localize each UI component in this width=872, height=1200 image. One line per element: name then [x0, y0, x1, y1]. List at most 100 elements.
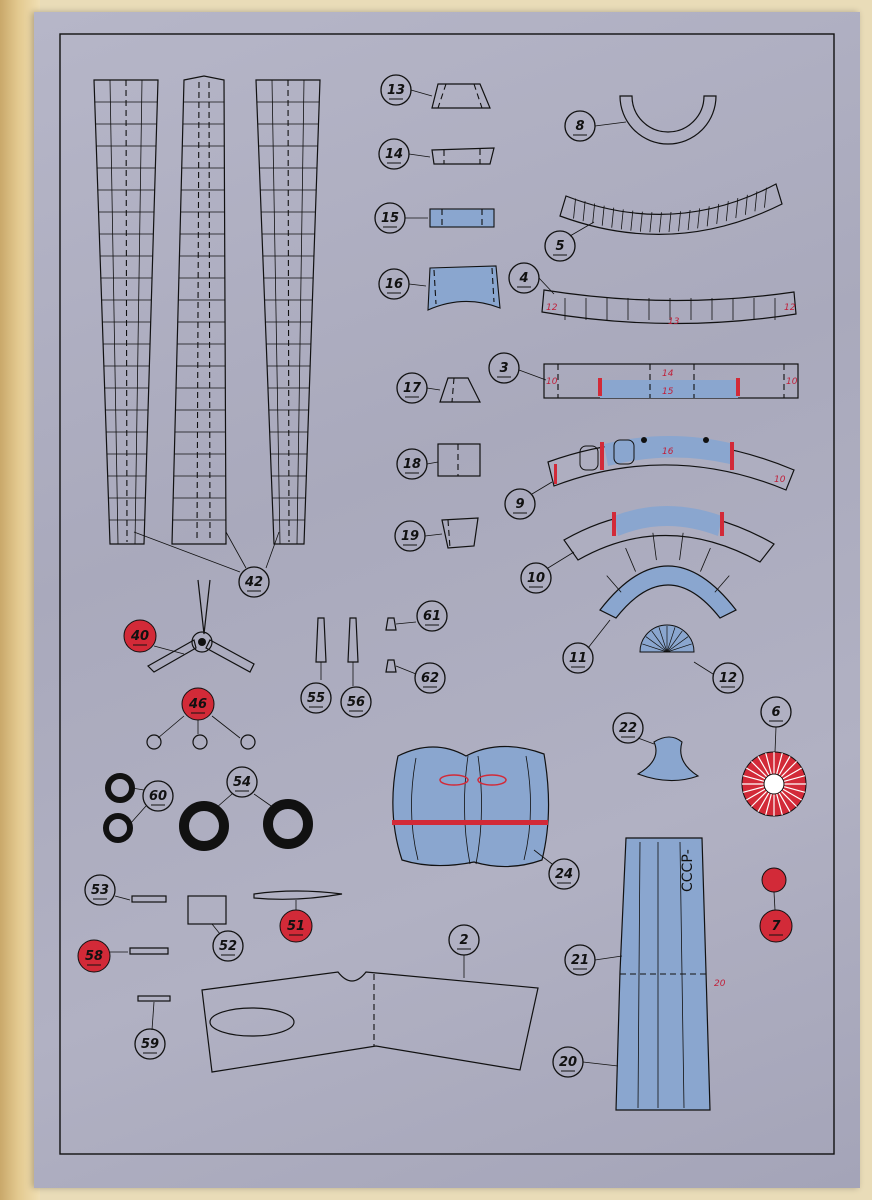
svg-text:61: 61	[423, 609, 441, 624]
guide-line	[783, 786, 806, 793]
guide-line	[765, 752, 772, 775]
svg-text:59: 59	[141, 1037, 159, 1052]
guide-line	[620, 209, 624, 230]
svg-text:40: 40	[130, 629, 149, 644]
guide-line	[735, 198, 739, 219]
guide-line	[754, 191, 758, 212]
part-8-ring: 8	[564, 95, 717, 145]
guide-line	[666, 627, 676, 653]
svg-text:17: 17	[403, 381, 422, 396]
svg-text:18: 18	[403, 457, 421, 472]
part-61: 61	[385, 600, 448, 632]
part-15: 15	[374, 202, 495, 234]
part-40-tripod: 40	[123, 579, 255, 673]
svg-text:4: 4	[518, 271, 528, 286]
guide-line	[652, 532, 657, 561]
guide-line	[606, 575, 622, 593]
guide-line	[765, 793, 772, 816]
svg-text:12: 12	[784, 303, 796, 313]
part-9-arc-band: 16 10 9	[504, 436, 795, 520]
svg-text:55: 55	[307, 691, 325, 706]
wing-strip-1	[93, 79, 159, 545]
part-5-arc-strip: 5	[544, 183, 783, 262]
guide-line	[573, 198, 576, 219]
svg-text:13: 13	[387, 83, 405, 98]
svg-text:5: 5	[555, 239, 564, 254]
part-4-arc-strip: 12 13 12 4	[508, 262, 797, 327]
guide-line	[666, 630, 683, 653]
part-16: 16	[378, 265, 501, 311]
guide-line	[592, 203, 596, 224]
part-19: 19	[394, 517, 479, 552]
fuselage-registration: СССР-	[680, 849, 696, 892]
guide-line	[780, 790, 798, 808]
guide-line	[630, 210, 634, 231]
svg-text:12: 12	[719, 671, 737, 686]
part-3-band: 10 14 15 10 3	[488, 352, 799, 399]
svg-text:12: 12	[546, 303, 558, 313]
svg-text:51: 51	[287, 919, 305, 934]
svg-text:52: 52	[219, 939, 237, 954]
guide-line	[778, 755, 791, 776]
part-46-wheels-frame: 46	[146, 687, 256, 750]
svg-text:13: 13	[668, 317, 680, 327]
wing-strip-3	[255, 79, 321, 545]
guide-line	[776, 752, 783, 775]
guide-line	[658, 627, 668, 653]
guide-line	[757, 792, 770, 813]
part-51: 51	[253, 890, 343, 943]
svg-text:54: 54	[233, 775, 251, 790]
guide-line	[776, 793, 783, 816]
guide-line	[714, 575, 730, 593]
wing-strip-2	[171, 75, 227, 545]
svg-text:15: 15	[662, 387, 674, 397]
guide-line	[639, 211, 643, 232]
part-17: 17	[396, 372, 481, 404]
guide-line	[742, 775, 765, 782]
guide-line	[716, 203, 720, 224]
part-59: 59	[134, 995, 171, 1060]
part-24-cowling: 24	[392, 745, 580, 890]
callout-42-circle	[238, 566, 270, 598]
guide-line	[659, 212, 662, 233]
guide-line	[645, 636, 668, 653]
svg-text:11: 11	[569, 651, 587, 666]
part-12-fan: 12	[639, 624, 744, 694]
guide-line	[700, 547, 711, 572]
part-22-bell: 22	[612, 712, 700, 782]
svg-text:16: 16	[385, 277, 403, 292]
part-55-strut: 55	[300, 617, 332, 714]
part-11-arch: 11	[562, 532, 737, 674]
svg-text:20: 20	[559, 1055, 577, 1070]
guide-line	[679, 532, 684, 561]
guide-line	[678, 211, 681, 232]
part-58: 58	[77, 939, 169, 973]
svg-text:14: 14	[662, 369, 674, 379]
guide-line	[611, 207, 615, 228]
part-18: 18	[396, 443, 481, 480]
svg-text:16: 16	[662, 447, 674, 457]
svg-text:62: 62	[421, 671, 439, 686]
svg-text:2: 2	[459, 933, 468, 948]
guide-line	[706, 206, 710, 227]
guide-line	[745, 788, 766, 801]
svg-text:56: 56	[347, 695, 365, 710]
guide-line	[625, 547, 636, 572]
guide-line	[780, 760, 798, 778]
guide-line	[764, 187, 767, 208]
svg-text:46: 46	[188, 697, 207, 712]
svg-text:21: 21	[571, 953, 589, 968]
svg-text:15: 15	[381, 211, 399, 226]
part-20-21-fuselage: СССР- 20 21 20	[552, 837, 726, 1111]
wing-ribs	[94, 101, 320, 521]
part-62: 62	[385, 659, 446, 694]
sheet-border	[59, 33, 835, 1155]
svg-text:20: 20	[714, 979, 726, 989]
svg-text:8: 8	[575, 119, 584, 134]
guide-line	[651, 630, 668, 653]
guide-line	[601, 205, 605, 226]
part-42-wing-strips: 42	[93, 75, 321, 598]
guide-line	[742, 786, 765, 793]
part-7-red-disc: 7	[759, 867, 793, 943]
guide-line	[668, 211, 672, 233]
